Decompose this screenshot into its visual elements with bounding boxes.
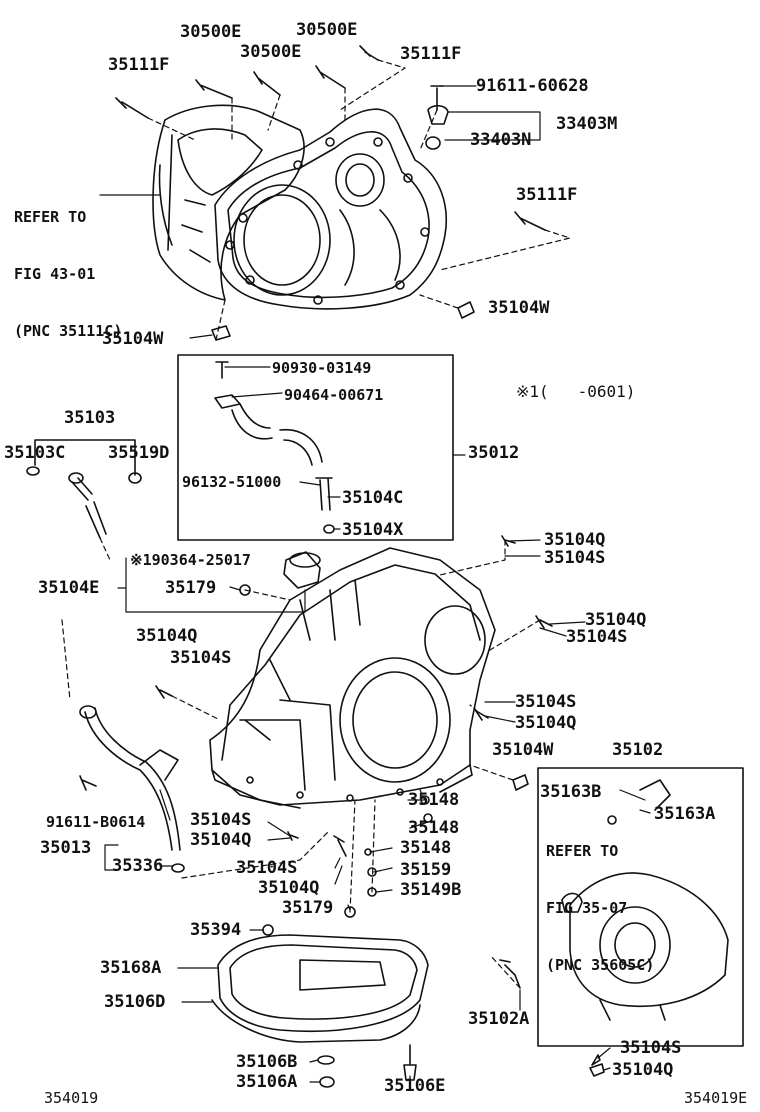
part-label-35168a: 35168A — [100, 958, 162, 978]
part-label-35163a: 35163A — [654, 804, 716, 824]
part-label-35336: 35336 — [112, 856, 164, 876]
part-label-35104s: 35104S — [236, 858, 298, 878]
dipstick-assembly — [26, 439, 142, 539]
part-label-35104x: 35104X — [342, 520, 404, 540]
part-label-35104s: 35104S — [620, 1038, 682, 1058]
refer-note-line: FIG 35-07 — [546, 899, 628, 917]
part-label-35102a: 35102A — [468, 1009, 530, 1029]
part-label-35106e: 35106E — [384, 1076, 446, 1096]
part-label-35104q: 35104Q — [612, 1060, 674, 1080]
part-label-35103c: 35103C — [4, 443, 66, 463]
part-label-35148: 35148 — [408, 818, 460, 838]
part-label-35111f: 35111F — [516, 185, 578, 205]
part-label-35104w: 35104W — [488, 298, 550, 318]
part-label-35111f: 35111F — [108, 55, 170, 75]
part-label-35104q: 35104Q — [515, 713, 577, 733]
part-label-35104s: 35104S — [566, 627, 628, 647]
transaxle-housing — [115, 45, 546, 341]
part-label-35102: 35102 — [612, 740, 664, 760]
valve-body-small-parts — [287, 795, 433, 918]
part-label-35103: 35103 — [64, 408, 116, 428]
part-label-35104q: 35104Q — [585, 610, 647, 630]
part-label-30500e: 30500E — [240, 42, 302, 62]
refer-note-line: (PNC 35605C) — [546, 956, 655, 974]
diagram-number: 354019 — [44, 1089, 99, 1107]
part-label-90930-03149: 90930-03149 — [272, 359, 372, 377]
refer-note-line: REFER TO — [14, 208, 87, 226]
part-label-35111f: 35111F — [400, 44, 462, 64]
part-label-35179: 35179 — [165, 578, 217, 598]
part-label-35148: 35148 — [400, 838, 452, 858]
part-label-33403m: 33403M — [556, 114, 618, 134]
part-label-35104q: 35104Q — [544, 530, 606, 550]
diagram-number-e: 354019E — [684, 1089, 748, 1107]
transaxle-case — [155, 535, 553, 809]
footnote: ※1( -0601) — [516, 382, 636, 401]
part-label-190364-25017: ※190364-25017 — [130, 551, 251, 569]
oil-pump-assembly — [499, 767, 744, 1077]
part-label-35104q: 35104Q — [190, 830, 252, 850]
part-label-35106b: 35106B — [236, 1052, 298, 1072]
refer-note-line: FIG 43-01 — [14, 265, 96, 283]
part-label-35104s: 35104S — [170, 648, 232, 668]
refer-note-line: REFER TO — [546, 842, 619, 860]
part-label-35013: 35013 — [40, 838, 92, 858]
part-label-35104q: 35104Q — [258, 878, 320, 898]
part-label-35104s: 35104S — [190, 810, 252, 830]
part-label-96132-51000: 96132-51000 — [182, 473, 282, 491]
part-label-35149b: 35149B — [400, 880, 462, 900]
part-label-35148: 35148 — [408, 790, 460, 810]
part-label-33403n: 33403N — [470, 130, 532, 150]
refer-note-fig-43: REFER TO FIG 43-01 (PNC 35111C) — [14, 170, 122, 360]
part-label-30500e: 30500E — [296, 20, 358, 40]
part-label-35519d: 35519D — [108, 443, 170, 463]
part-label-35104c: 35104C — [342, 488, 404, 508]
part-label-90464-00671: 90464-00671 — [284, 386, 384, 404]
refer-note-fig-35: REFER TO FIG 35-07 (PNC 35605C) — [546, 804, 654, 994]
part-label-35106d: 35106D — [104, 992, 166, 1012]
part-label-35179: 35179 — [282, 898, 334, 918]
part-label-35106a: 35106A — [236, 1072, 298, 1092]
part-label-35012: 35012 — [468, 443, 520, 463]
part-label-35104w: 35104W — [102, 329, 164, 349]
part-label-30500e: 30500E — [180, 22, 242, 42]
part-label-35159: 35159 — [400, 860, 452, 880]
part-label-35394: 35394 — [190, 920, 242, 940]
part-label-35163b: 35163B — [540, 782, 602, 802]
leader-lines — [99, 85, 651, 1083]
leader-dashes — [61, 59, 571, 989]
refer-note-line: (PNC 35111C) — [14, 322, 123, 340]
part-label-35104q: 35104Q — [136, 626, 198, 646]
part-label-35104w: 35104W — [492, 740, 554, 760]
filler-tube-assembly — [177, 354, 454, 541]
part-label-35104e: 35104E — [38, 578, 100, 598]
part-label-91611-60628: 91611-60628 — [476, 76, 589, 96]
part-label-35104s: 35104S — [544, 548, 606, 568]
part-label-35104s: 35104S — [515, 692, 577, 712]
part-label-91611-b0614: 91611-B0614 — [46, 813, 146, 831]
oil-dipstick — [79, 705, 185, 873]
